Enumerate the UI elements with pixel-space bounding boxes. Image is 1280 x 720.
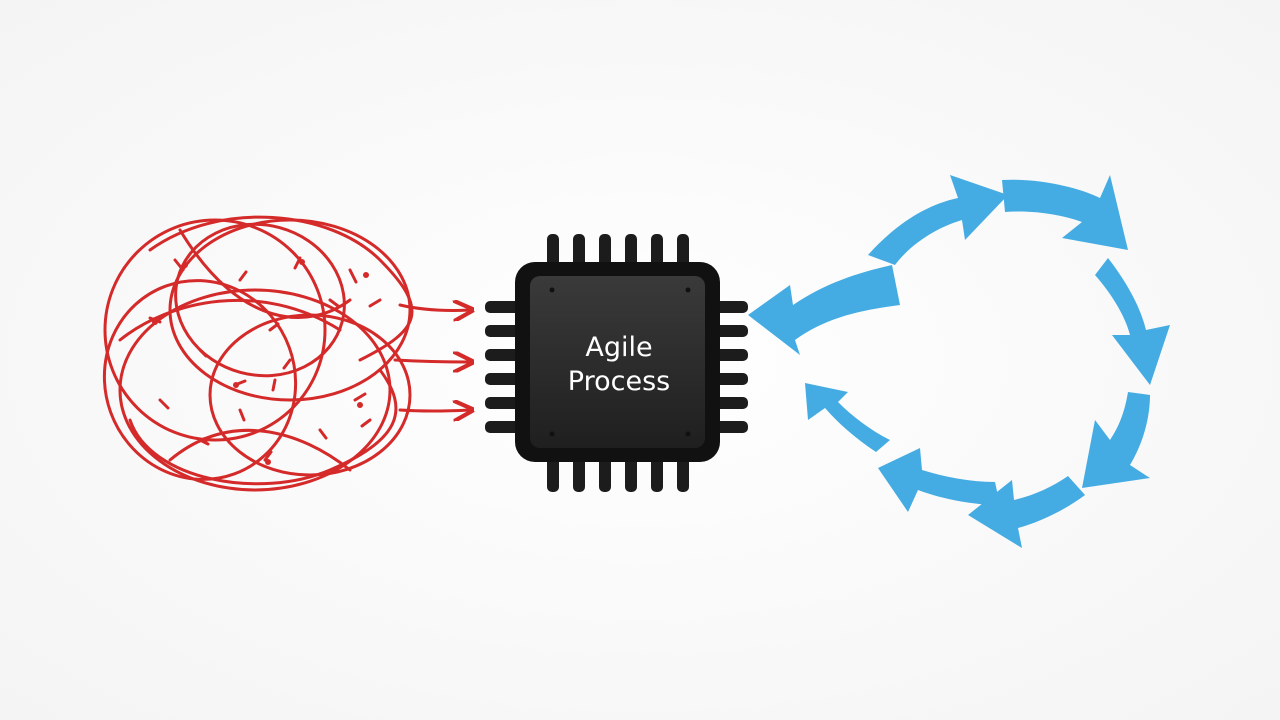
scribble-tick: [173, 256, 358, 308]
scribble-loop: [174, 222, 346, 378]
cycle-arrow: [1095, 258, 1170, 385]
cycle-arrow: [805, 383, 890, 452]
scribble-loop: [103, 218, 327, 442]
scribble-stroke: [148, 215, 414, 362]
chaos-dots: [152, 259, 369, 465]
scribble-stroke: [128, 368, 398, 486]
cycle-arrow: [878, 448, 1000, 512]
chip-corner-dot: [549, 287, 555, 293]
chip-corner-dot: [685, 431, 691, 437]
scribble-dot: [299, 259, 305, 265]
scribble-dot: [152, 319, 158, 325]
scribble-dot: [233, 382, 239, 388]
cycle-arrow: [748, 265, 900, 355]
cycle-arrow: [1082, 392, 1150, 488]
chip-label-line2: Process: [568, 366, 670, 397]
chip-corner-dot: [549, 431, 555, 437]
scribble-dot: [202, 437, 208, 443]
chaos-scribble: [102, 215, 414, 492]
scribble-tick: [158, 378, 367, 440]
scribble-loop: [102, 279, 298, 481]
iteration-cycle: [748, 175, 1170, 548]
input-arrow: [393, 360, 470, 362]
scribble-dot: [363, 272, 369, 278]
scribble-dot: [357, 402, 363, 408]
chip-face: [530, 276, 705, 448]
input-arrows: [393, 305, 470, 411]
scribble-stroke: [118, 298, 342, 342]
scribble-dot: [182, 262, 188, 268]
chaos-marks: [148, 256, 382, 462]
input-arrow: [398, 410, 470, 411]
chip-label-line1: Agile: [585, 332, 652, 363]
processor-chip: Agile Process: [485, 234, 748, 492]
scribble-stroke: [168, 428, 352, 472]
chip-corner-dot: [685, 287, 691, 293]
scribble-loop: [208, 313, 412, 477]
cycle-arrow: [868, 175, 1008, 265]
scribble-loop: [118, 288, 392, 492]
cycle-arrow: [1002, 175, 1128, 250]
input-arrow: [398, 305, 470, 310]
scribble-stroke: [178, 228, 352, 319]
scribble-dot: [265, 459, 271, 465]
